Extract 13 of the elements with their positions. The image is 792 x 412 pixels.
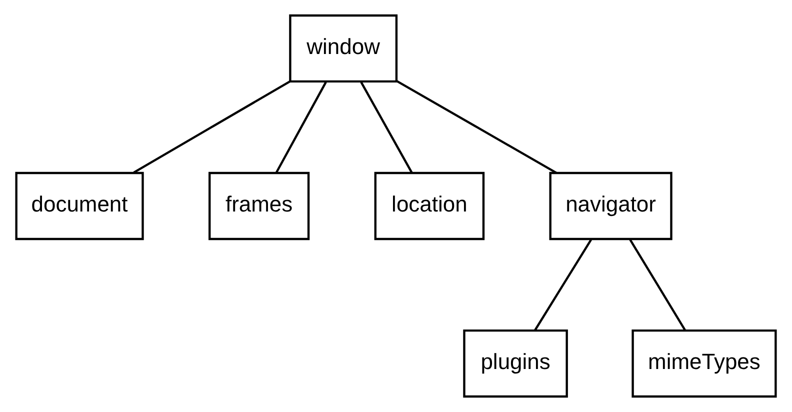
node-box: mimeTypes [632, 329, 777, 398]
node-box: window [289, 14, 398, 83]
connector [133, 80, 290, 174]
node-box: plugins [463, 329, 568, 398]
connector [360, 82, 413, 174]
connector [275, 82, 327, 174]
node-box: navigator [549, 172, 672, 240]
connector [396, 80, 558, 174]
node-box: frames [208, 172, 310, 240]
connector [534, 239, 592, 331]
node-box: location [374, 172, 485, 240]
node-box: document [15, 172, 144, 240]
connector [629, 239, 686, 331]
